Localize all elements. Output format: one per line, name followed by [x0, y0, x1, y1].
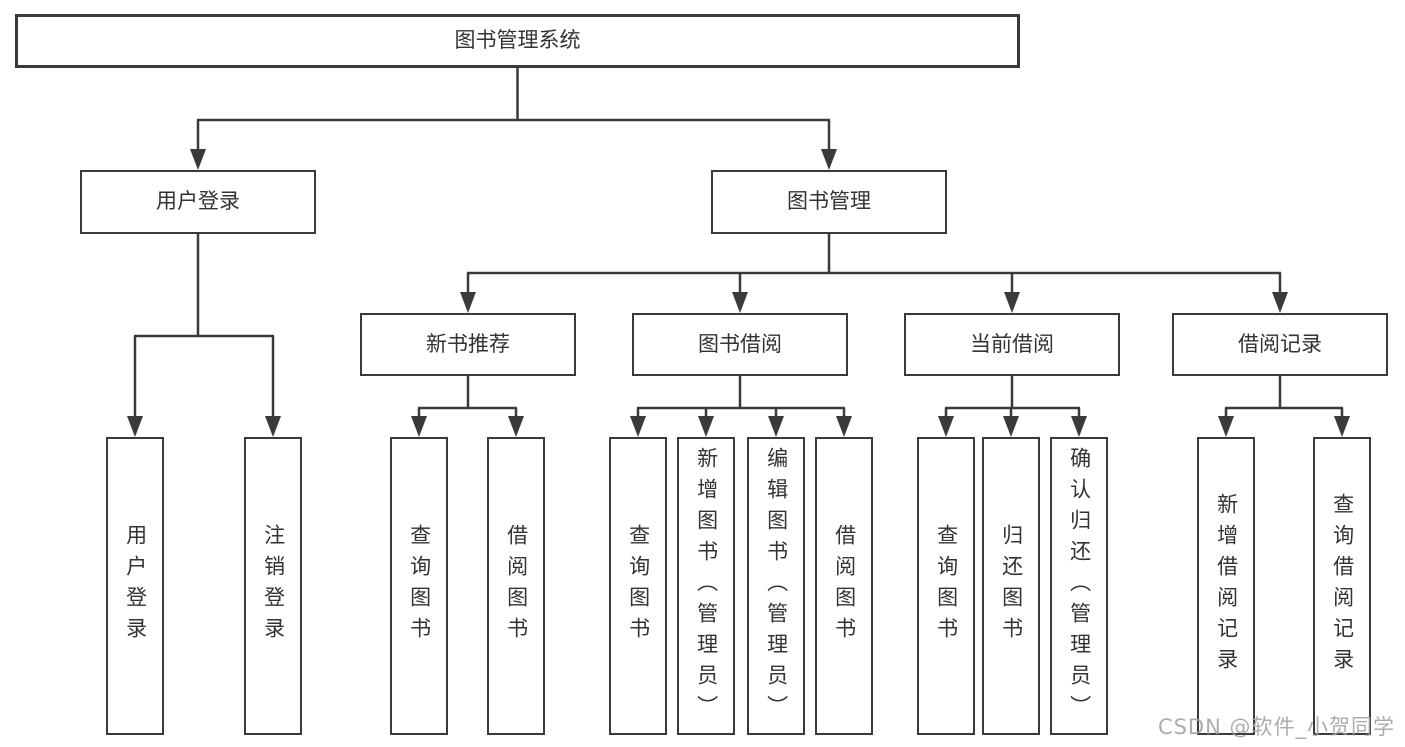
node-leaf-query-books-borrow: 查询图书	[609, 437, 667, 735]
node-leaf-add-borrow-record: 新增借阅记录	[1197, 437, 1255, 735]
node-leaf-logout: 注销登录	[244, 437, 302, 735]
node-library-system: 图书管理系统	[15, 14, 1020, 68]
node-leaf-query-borrow-record: 查询借阅记录	[1313, 437, 1371, 735]
node-new-book-recommend: 新书推荐	[360, 313, 576, 376]
node-leaf-query-books-current: 查询图书	[917, 437, 975, 735]
node-leaf-confirm-return-admin: 确认归还（管理员）	[1050, 437, 1108, 735]
node-leaf-edit-books-admin: 编辑图书（管理员）	[747, 437, 805, 735]
node-book-borrow: 图书借阅	[632, 313, 848, 376]
node-leaf-add-books-admin: 新增图书（管理员）	[677, 437, 735, 735]
node-leaf-return-books: 归还图书	[982, 437, 1040, 735]
node-leaf-borrow-books: 借阅图书	[815, 437, 873, 735]
node-leaf-user-login: 用户登录	[106, 437, 164, 735]
node-user-login: 用户登录	[80, 170, 316, 234]
node-book-management: 图书管理	[711, 170, 947, 234]
node-current-borrow: 当前借阅	[904, 313, 1120, 376]
node-leaf-borrow-books-recommend: 借阅图书	[487, 437, 545, 735]
node-borrow-records: 借阅记录	[1172, 313, 1388, 376]
node-leaf-query-books-recommend: 查询图书	[390, 437, 448, 735]
